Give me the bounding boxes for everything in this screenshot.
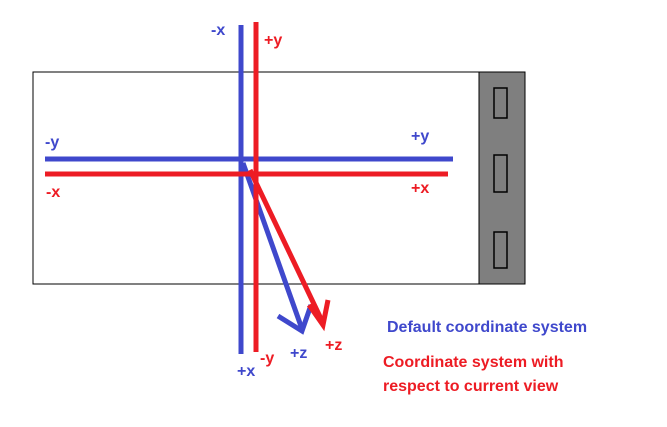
device-button-middle — [493, 154, 508, 193]
device-side-panel — [478, 71, 526, 285]
device-button-bottom — [493, 231, 508, 269]
default-z-axis — [240, 162, 305, 330]
default-y-positive-label: +y — [411, 128, 430, 145]
view-z-axis — [247, 168, 326, 325]
view-x-positive-label: +x — [411, 180, 430, 197]
view-z-positive-label: +z — [325, 337, 343, 354]
device-button-top — [493, 87, 508, 119]
default-y-negative-label: -y — [45, 134, 60, 151]
default-x-negative-label: -x — [211, 22, 226, 39]
view-y-negative-label: -y — [260, 350, 275, 367]
view-x-negative-label: -x — [46, 184, 61, 201]
default-z-arrowhead — [276, 304, 314, 335]
default-z-positive-label: +z — [290, 345, 308, 362]
view-y-positive-label: +y — [264, 32, 283, 49]
legend-default-system: Default coordinate system — [387, 319, 588, 336]
legend-view-system: Coordinate system with respect to curren… — [383, 354, 564, 395]
view-z-arrowhead — [306, 299, 331, 332]
default-x-positive-label: +x — [237, 363, 256, 380]
